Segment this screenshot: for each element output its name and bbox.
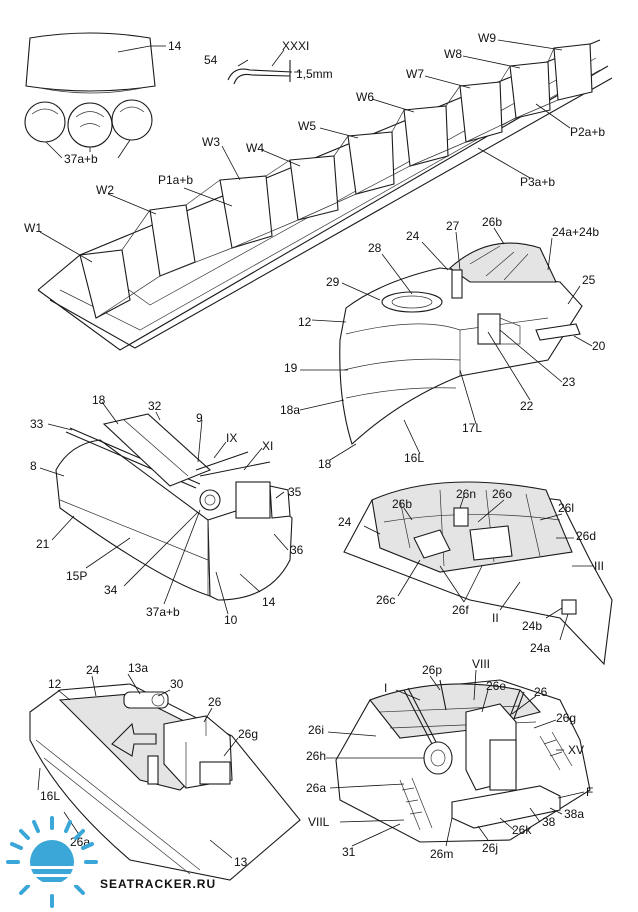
label: 26e xyxy=(486,679,506,693)
label: 24b xyxy=(522,619,542,633)
label: 18a xyxy=(280,403,300,417)
label: 26i xyxy=(308,723,324,737)
label: 26f xyxy=(452,603,469,617)
label: 26p xyxy=(422,663,442,677)
label: 12 xyxy=(298,315,312,329)
label: 26o xyxy=(492,487,512,501)
label: 38 xyxy=(542,815,556,829)
sun-icon xyxy=(6,816,98,908)
label: 18 xyxy=(318,457,332,471)
label: 21 xyxy=(36,537,50,551)
label: 26m xyxy=(430,847,453,861)
label: 38a xyxy=(564,807,584,821)
label: 25 xyxy=(582,273,596,287)
label: 26a xyxy=(306,781,326,795)
label: 19 xyxy=(284,361,298,375)
label: W7 xyxy=(406,67,424,81)
label: I xyxy=(384,681,387,695)
label: 26 xyxy=(534,685,548,699)
deck-piece-24 xyxy=(343,481,613,666)
label: 26h xyxy=(306,749,326,763)
label: W9 xyxy=(478,31,496,45)
label: 32 xyxy=(148,399,162,413)
watermark: SEATRACKER.RU xyxy=(6,816,216,908)
label: P2a+b xyxy=(570,125,605,139)
label: 24a xyxy=(530,641,550,655)
label: 35 xyxy=(288,485,302,499)
lenses-37ab xyxy=(24,99,153,159)
label: 33 xyxy=(30,417,44,431)
label: W3 xyxy=(202,135,220,149)
label: 14 xyxy=(262,595,276,609)
label: 23 xyxy=(562,375,576,389)
label: 29 xyxy=(326,275,340,289)
label: 31 xyxy=(342,845,356,859)
label: 16L xyxy=(40,789,60,803)
label: 27 xyxy=(446,219,460,233)
label: 14 xyxy=(168,39,182,53)
label: VIIL xyxy=(308,815,330,829)
label: XI xyxy=(262,439,273,453)
label: 26c xyxy=(376,593,395,607)
label: 26j xyxy=(482,841,498,855)
label: 15P xyxy=(66,569,87,583)
label: 26g xyxy=(556,711,576,725)
label: II xyxy=(492,611,499,625)
label: VIII xyxy=(472,657,490,671)
label: W8 xyxy=(444,47,462,61)
label: 13a xyxy=(128,661,148,675)
hull-frame-skeleton xyxy=(37,39,613,351)
label: 37a+b xyxy=(64,152,98,166)
label: 30 xyxy=(170,677,184,691)
label: 12 xyxy=(48,677,62,691)
label: 20 xyxy=(592,339,606,353)
label: W1 xyxy=(24,221,42,235)
label: 26l xyxy=(558,501,574,515)
label: 26n xyxy=(456,487,476,501)
label: XXXI xyxy=(282,39,309,53)
label: 18 xyxy=(92,393,106,407)
label: 22 xyxy=(520,399,534,413)
label: 24a+24b xyxy=(552,225,599,239)
label: 26b xyxy=(482,215,502,229)
bow-section xyxy=(339,242,583,445)
label: 9 xyxy=(196,411,203,425)
label: 26g xyxy=(238,727,258,741)
label: 16L xyxy=(404,451,424,465)
label: 24 xyxy=(338,515,352,529)
label: IX xyxy=(226,431,237,445)
label: W2 xyxy=(96,183,114,197)
label: XV xyxy=(568,743,584,757)
label: 13 xyxy=(234,855,248,869)
label: 37a+b xyxy=(146,605,180,619)
label: 34 xyxy=(104,583,118,597)
label: 10 xyxy=(224,613,238,627)
label: 24 xyxy=(86,663,100,677)
part-14-panel xyxy=(25,32,166,94)
label: P3a+b xyxy=(520,175,555,189)
label: P1a+b xyxy=(158,173,193,187)
label: W4 xyxy=(246,141,264,155)
label: 17L xyxy=(462,421,482,435)
stern-section xyxy=(55,413,293,601)
label: 1,5mm xyxy=(296,67,333,81)
label: III xyxy=(594,559,604,573)
lower-left-section xyxy=(29,683,301,881)
label: 24 xyxy=(406,229,420,243)
label: W5 xyxy=(298,119,316,133)
part-54-wire xyxy=(227,49,302,85)
label: 28 xyxy=(368,241,382,255)
label: 36 xyxy=(290,543,304,557)
label: 26b xyxy=(392,497,412,511)
watermark-text: SEATRACKER.RU xyxy=(100,877,216,891)
label: 8 xyxy=(30,459,37,473)
label: 26d xyxy=(576,529,596,543)
label: 26k xyxy=(512,823,532,837)
label: F xyxy=(586,785,593,799)
label: 54 xyxy=(204,53,218,67)
label: 26 xyxy=(208,695,222,709)
label: W6 xyxy=(356,90,374,104)
